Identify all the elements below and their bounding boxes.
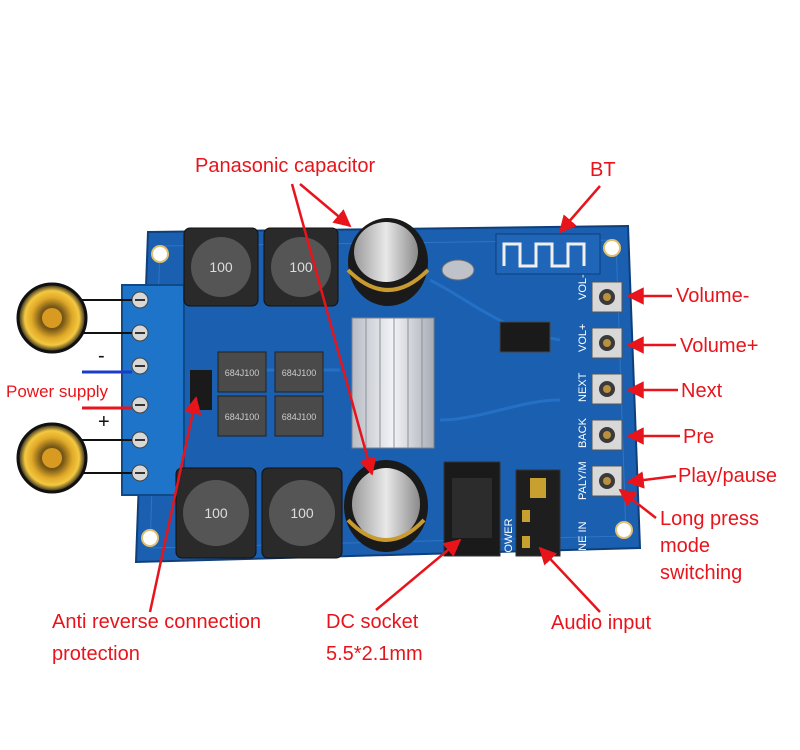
label-dc-socket-line1: DC socket (326, 611, 419, 633)
label-anti-reverse-line1: Anti reverse connection (52, 611, 262, 633)
inductor-label: 100 (204, 505, 228, 521)
silk-vol-plus: VOL+ (577, 324, 589, 352)
arrow-audio-input (538, 546, 601, 613)
resistor-label: 684J100 (282, 412, 317, 422)
inductor-label: 100 (290, 505, 314, 521)
crystal-oscillator (441, 259, 475, 281)
label-long-press-line2: mode (660, 535, 711, 557)
resistor-label: 684J100 (225, 368, 260, 378)
arrow-anti-reverse (148, 396, 202, 613)
arrow-capacitor-top (299, 183, 352, 228)
annotation-arrows (148, 183, 680, 613)
capacitor-bottom (344, 460, 428, 552)
silk-next: NEXT (577, 372, 589, 402)
label-anti-reverse-line2: protection (52, 643, 140, 665)
label-next: Next (681, 380, 723, 402)
tactile-buttons (591, 281, 623, 497)
label-power-supply: Power supply (6, 382, 109, 401)
label-minus: - (98, 345, 105, 367)
arrow-long-press (618, 488, 657, 519)
speaker-icon-bottom (16, 422, 88, 494)
label-audio-input: Audio input (551, 612, 652, 634)
inductors: 100 100 100 100 (175, 227, 343, 559)
label-volume-plus: Volume+ (680, 335, 759, 357)
arrow-bt (558, 185, 601, 234)
speaker-icon-top (16, 282, 88, 354)
resistor-label: 684J100 (225, 412, 260, 422)
silk-paly-m: PALY/M (577, 461, 589, 500)
inductor-label: 100 (209, 259, 233, 275)
inductor-label: 100 (289, 259, 313, 275)
silk-back: BACK (577, 417, 589, 448)
label-plus: + (98, 411, 110, 433)
dc-socket (443, 461, 501, 557)
arrow-dc-socket (375, 538, 462, 611)
resistor-label: 684J100 (282, 368, 317, 378)
bt-module (495, 233, 601, 275)
label-volume-minus: Volume- (676, 285, 750, 307)
label-long-press-line3: switching (660, 562, 743, 584)
button-silkscreen: VOL- VOL+ NEXT BACK PALY/M LINE IN POWER (503, 274, 589, 560)
arrow-capacitor-bottom (290, 183, 377, 476)
label-long-press-line1: Long press (660, 508, 759, 530)
label-bt: BT (590, 159, 616, 181)
silk-power: POWER (503, 518, 515, 560)
label-pre: Pre (683, 426, 715, 448)
label-panasonic-capacitor: Panasonic capacitor (195, 155, 376, 177)
heatsink (351, 317, 435, 449)
audio-jack (515, 469, 561, 557)
silk-line-in: LINE IN (577, 521, 589, 560)
label-play-pause: Play/pause (678, 465, 777, 487)
arrow-play-pause (626, 471, 677, 489)
resistor-blocks: 684J100 684J100 684J100 684J100 (190, 351, 324, 437)
label-dc-socket-line2: 5.5*2.1mm (326, 643, 423, 665)
terminal-block (121, 284, 185, 496)
capacitor-top (346, 218, 430, 306)
ic-chip (499, 321, 551, 353)
silk-vol-minus: VOL- (577, 274, 589, 300)
